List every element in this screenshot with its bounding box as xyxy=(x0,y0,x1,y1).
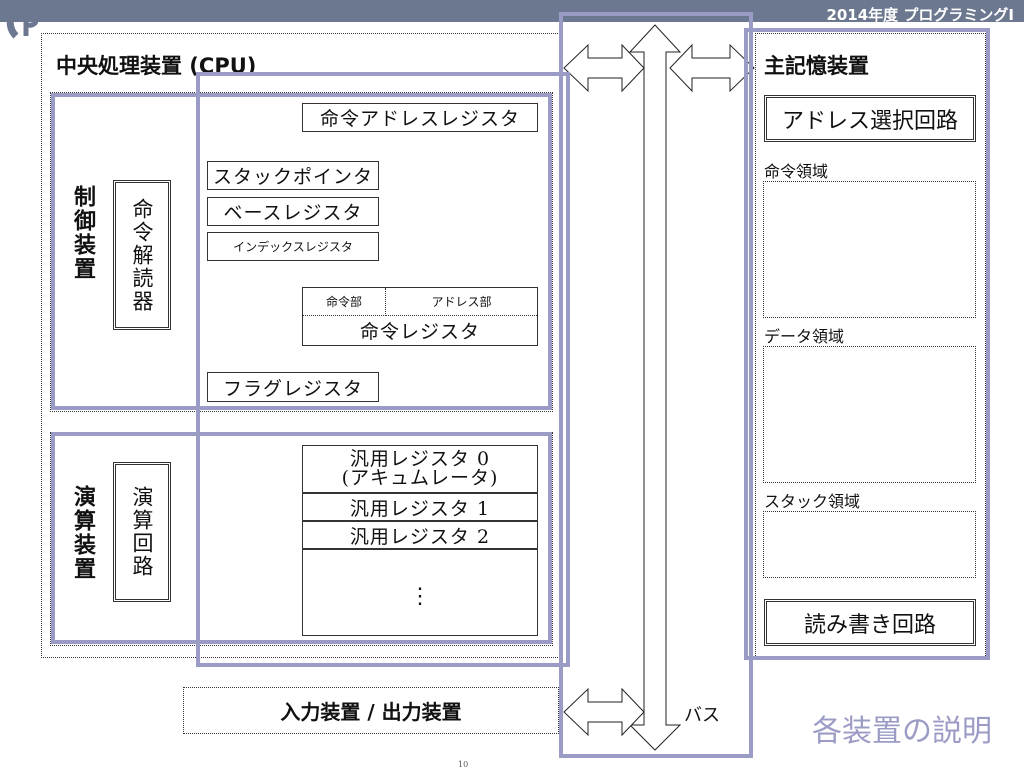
read-write-circuit: 読み書き回路 xyxy=(764,599,976,646)
gp-register-0-sublabel: (アキュムレータ) xyxy=(341,467,499,489)
highlight-control-unit xyxy=(51,93,552,410)
instruction-address-register: 命令アドレスレジスタ xyxy=(302,103,538,132)
header-title: 2014年度 プログラミングI xyxy=(826,6,1014,24)
instruction-register-label: 命令レジスタ xyxy=(359,321,480,343)
logo-icon xyxy=(6,2,47,39)
address-select-circuit: アドレス選択回路 xyxy=(764,95,976,142)
data-area xyxy=(763,346,976,483)
data-area-label: データ領域 xyxy=(764,327,845,346)
stack-area xyxy=(763,511,976,578)
memory-bus-arrow-icon xyxy=(669,43,755,93)
instruction-part-label: 命令部 xyxy=(303,288,386,316)
flag-register: フラグレジスタ xyxy=(207,372,379,402)
io-devices-box: 入力装置 / 出力装置 xyxy=(183,687,559,734)
header-notch xyxy=(40,22,560,34)
instruction-area-label: 命令領域 xyxy=(764,162,829,181)
highlight-registers xyxy=(196,72,570,667)
gp-register-0-label: 汎用レジスタ 0 xyxy=(349,448,491,470)
bus-label: バス xyxy=(684,705,720,726)
highlight-bus xyxy=(559,12,753,758)
address-part-label: アドレス部 xyxy=(386,288,537,316)
stack-pointer-register: スタックポインタ xyxy=(207,161,379,190)
index-register: インデックスレジスタ xyxy=(207,232,379,261)
cpu-bus-arrow-icon xyxy=(563,43,645,93)
stack-area-label: スタック領域 xyxy=(764,492,861,511)
bus-arrow-icon xyxy=(628,24,682,751)
page-number: 10 xyxy=(458,760,469,769)
base-register: ベースレジスタ xyxy=(207,197,379,226)
gp-register-1: 汎用レジスタ 1 xyxy=(303,494,537,522)
decoder-box: 命令解読器 xyxy=(113,180,171,330)
alu-circuit-label: 演算回路 xyxy=(130,486,154,578)
io-bus-arrow-icon xyxy=(563,687,645,737)
highlight-alu xyxy=(51,432,552,644)
general-registers: 汎用レジスタ 0 (アキュムレータ) 汎用レジスタ 1 汎用レジスタ 2 ⋮ xyxy=(302,445,538,636)
memory-title: 主記憶装置 xyxy=(764,54,869,78)
gp-register-ellipsis: ⋮ xyxy=(409,583,431,609)
instruction-register: 命令部 アドレス部 命令レジスタ xyxy=(302,287,538,346)
highlight-memory xyxy=(744,28,990,660)
control-unit-label: 制御装置 xyxy=(70,185,95,281)
instruction-area xyxy=(763,181,976,318)
bus-diagram xyxy=(563,24,755,751)
decoder-label: 命令解読器 xyxy=(130,197,154,313)
gp-register-0: 汎用レジスタ 0 (アキュムレータ) xyxy=(303,446,537,494)
slide-title: 各装置の説明 xyxy=(812,714,992,749)
control-unit-box xyxy=(50,92,553,412)
alu-circuit-box: 演算回路 xyxy=(113,462,171,602)
gp-register-2: 汎用レジスタ 2 xyxy=(303,522,537,550)
header-bar xyxy=(0,0,1024,22)
alu-label: 演算装置 xyxy=(70,485,95,581)
